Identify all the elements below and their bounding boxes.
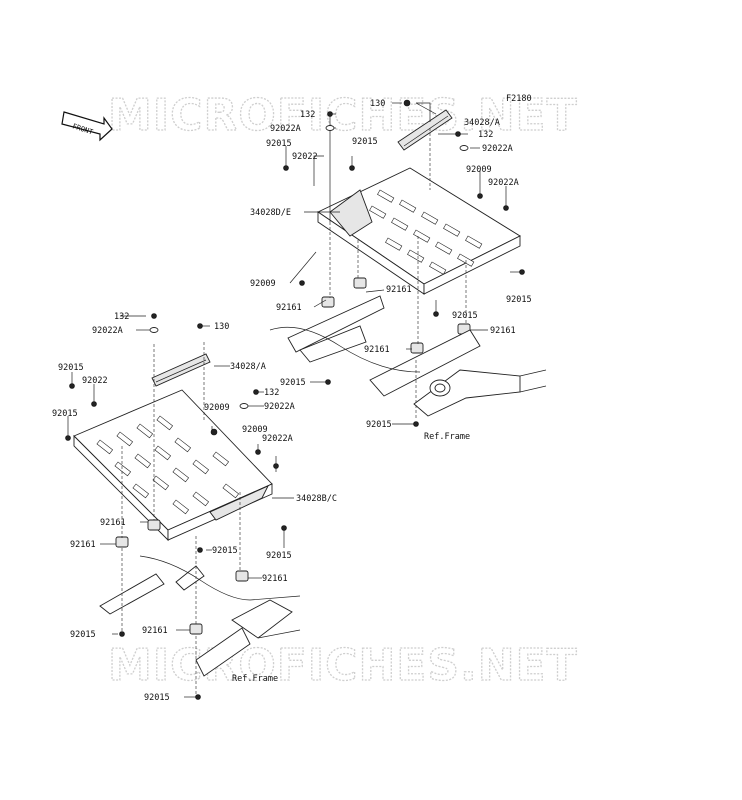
label-ref-frame-upper: Ref.Frame [424, 432, 470, 442]
label-34028a-upper: 34028/A [464, 118, 500, 128]
label-92022a-upper-far: 92022A [488, 178, 519, 188]
label-132-upper: 132 [300, 110, 315, 120]
hardware [65, 99, 525, 700]
label-92015-lower-right: 92015 [266, 551, 292, 561]
label-92022a-upper: 92022A [270, 124, 301, 134]
label-92015-lower-2: 92015 [52, 409, 78, 419]
label-92161-upper-3: 92161 [490, 326, 516, 336]
label-92009-lower-1: 92009 [204, 403, 230, 413]
upper-frame [269, 295, 547, 417]
label-132-upper-right: 132 [478, 130, 493, 140]
label-92009-upper: 92009 [466, 165, 492, 175]
label-34028bc: 34028B/C [296, 494, 337, 504]
label-92161-lower-2: 92161 [70, 540, 96, 550]
part-labels: 130 132 92022A 92015 92022 92015 34028/A… [52, 99, 532, 703]
label-92015-lower-frame: 92015 [70, 630, 96, 640]
label-92009-upper-left: 92009 [250, 279, 276, 289]
label-34028a-lower: 34028/A [230, 362, 266, 372]
diagram-code: F2180 [506, 94, 532, 104]
label-132-lower-right: 132 [264, 388, 279, 398]
label-130-upper: 130 [370, 99, 385, 109]
label-92015-upper-frame: 92015 [280, 378, 306, 388]
label-92015-upper-right: 92015 [506, 295, 532, 305]
upper-carrier [317, 109, 521, 354]
label-ref-frame-lower: Ref.Frame [232, 674, 278, 684]
label-92015-upper-left: 92015 [266, 139, 292, 149]
label-92161-lower-1: 92161 [100, 518, 126, 528]
front-arrow-icon: FRONT [61, 111, 113, 142]
label-92009-lower-2: 92009 [242, 425, 268, 435]
label-92015-upper-bottom: 92015 [366, 420, 392, 430]
label-130-lower: 130 [214, 322, 229, 332]
label-92161-lower-3: 92161 [262, 574, 288, 584]
label-92161-upper-2: 92161 [386, 285, 412, 295]
label-92015-upper-r2: 92015 [452, 311, 478, 321]
label-92161-upper-4: 92161 [364, 345, 390, 355]
label-92022-upper: 92022 [292, 152, 318, 162]
label-92022a-lower-far: 92022A [262, 434, 293, 444]
label-92022a-lower: 92022A [92, 326, 123, 336]
lower-carrier [73, 353, 273, 635]
label-92015-lower-bottom: 92015 [144, 693, 170, 703]
label-92015-lower-1: 92015 [58, 363, 84, 373]
alignment-lines [121, 128, 467, 696]
label-92022-lower: 92022 [82, 376, 108, 386]
label-92161-lower-4: 92161 [142, 626, 168, 636]
watermark-bottom: MICROFICHES.NET [108, 640, 578, 691]
label-92022a-upper-right: 92022A [482, 144, 513, 154]
label-92015-lower-mid: 92015 [212, 546, 238, 556]
label-92015-upper-mid: 92015 [352, 137, 378, 147]
label-34028de: 34028D/E [250, 208, 291, 218]
lower-frame [99, 555, 301, 677]
label-132-lower: 132 [114, 312, 129, 322]
watermark-top: MICROFICHES.NET [108, 90, 578, 141]
label-92161-upper-1: 92161 [276, 303, 302, 313]
label-92022a-lower-right: 92022A [264, 402, 295, 412]
